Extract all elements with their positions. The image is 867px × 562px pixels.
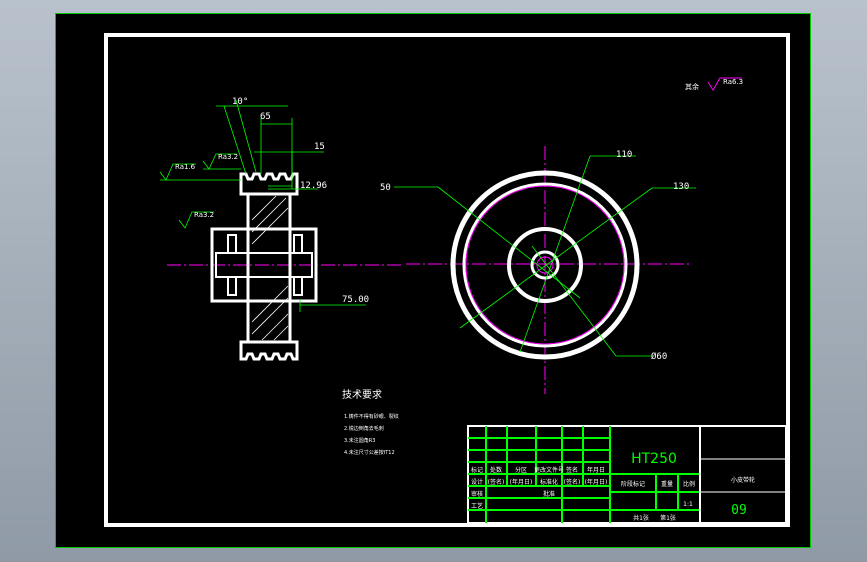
dim-65: 65: [260, 112, 271, 122]
tb-h2-4: (签名): [564, 478, 581, 486]
section-dimensions: [216, 99, 366, 312]
roughness-left-top2: Ra3.2: [218, 153, 238, 161]
web: [246, 192, 292, 344]
roughness-left-top: Ra1.6: [175, 163, 196, 171]
tb-h1-1: 处数: [490, 466, 502, 474]
tb-stage-1: 重量: [661, 480, 673, 488]
tb-h2-0: 设计: [471, 478, 483, 486]
tb-h1-4: 签名: [566, 466, 578, 474]
general-roughness-symbol: [707, 77, 742, 91]
dim-diam-110: 110: [616, 150, 632, 160]
roughness-left-mid: Ra3.2: [194, 211, 214, 219]
tb-h2-5: (年月日): [585, 478, 608, 486]
hub-circle: [507, 227, 583, 303]
tb-h2-3: 标准化: [540, 478, 558, 486]
tech-notes: 技术要求 1.铸件不得有砂眼、裂纹 2.锐边倒角去毛刺 3.未注圆角R3 4.未…: [342, 388, 399, 456]
left-roughness-symbols: [159, 153, 241, 229]
tb-label-approve: 批准: [543, 490, 555, 498]
tb-role-process: 工艺: [471, 502, 483, 510]
dim-diam-60: Ø60: [651, 351, 667, 362]
tech-notes-title: 技术要求: [342, 388, 382, 401]
hub-step-left-bottom: [227, 276, 237, 296]
dim-1296: 12.96: [300, 181, 327, 191]
hub-step-right-top: [293, 234, 303, 254]
pitch-circle: [465, 185, 625, 345]
web-hatch: [251, 195, 289, 341]
hub-step-left-top: [227, 234, 237, 254]
bore-circle: [530, 250, 560, 280]
title-block: HT250 小皮带轮 09 1:1 标记 处数 分区 更改文件号 签名 年月日 …: [467, 425, 787, 524]
hub: [210, 227, 318, 303]
rim-bottom: [239, 340, 299, 361]
drawing-viewport[interactable]: 其余 Ra6.3: [55, 13, 811, 548]
angle-label: 10°: [232, 97, 248, 107]
dim-diam-50: 50: [380, 183, 391, 193]
tb-sheet-0: 共1张: [633, 514, 649, 522]
part-name: 小皮带轮: [731, 476, 755, 484]
tb-sheet-1: 第1张: [660, 514, 676, 522]
bore: [215, 252, 313, 278]
tech-note-3: 3.未注圆角R3: [344, 437, 375, 444]
hub-step-right-bottom: [293, 276, 303, 296]
tb-h2-2: (年月日): [510, 478, 533, 486]
tb-stage-2: 比例: [683, 480, 695, 488]
bore-center-circle: [536, 256, 554, 274]
rim-top: [239, 172, 299, 196]
tech-note-2: 2.锐边倒角去毛刺: [344, 425, 384, 432]
dim-diam-130: 130: [673, 182, 689, 192]
tech-note-1: 1.铸件不得有砂眼、裂纹: [344, 413, 399, 420]
tb-stage-0: 阶段标记: [621, 480, 645, 488]
tb-h2-1: (签名): [488, 478, 505, 486]
general-roughness-prefix: 其余: [685, 82, 699, 91]
front-view: 50 110 130 Ø60: [380, 146, 696, 394]
dim-7500: 75.00: [342, 295, 369, 305]
tb-h1-5: 年月日: [587, 466, 605, 474]
tb-h1-0: 标记: [471, 466, 483, 474]
general-roughness: 其余 Ra6.3: [685, 77, 743, 91]
tb-role-review: 审核: [471, 490, 483, 498]
tb-h1-2: 分区: [515, 466, 527, 474]
drawing-border: [104, 33, 790, 527]
outer-rim-circle: [450, 170, 640, 360]
front-dimensions: [394, 155, 696, 357]
scale-value: 1:1: [683, 501, 693, 508]
groove-circle: [462, 182, 628, 348]
general-roughness-value: Ra6.3: [723, 78, 743, 86]
drawing-number: 09: [731, 503, 747, 518]
material-label: HT250: [631, 451, 677, 467]
section-view: 10° 65 15 12.96 75.00 Ra1.6 Ra3.2 Ra3.2: [159, 97, 401, 361]
title-block-grid-middle: [610, 473, 700, 511]
drawing-canvas[interactable]: 其余 Ra6.3: [56, 14, 810, 547]
tech-note-4: 4.未注尺寸公差按IT12: [344, 449, 395, 456]
dim-15: 15: [314, 142, 325, 152]
tb-h1-3: 更改文件号: [534, 466, 564, 474]
